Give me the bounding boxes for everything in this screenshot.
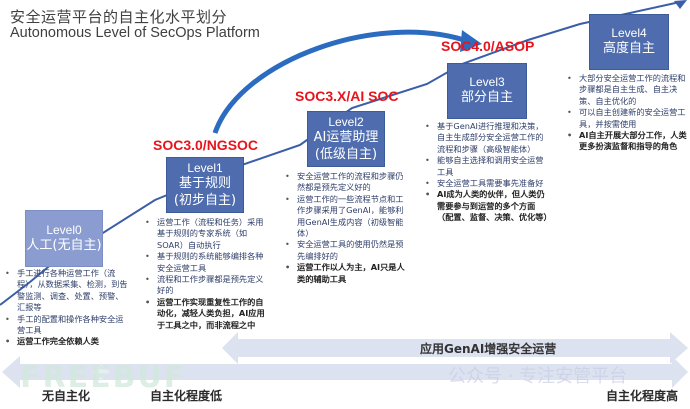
- list-item: 安全运营工具的使用仍然是预先编排好的: [283, 239, 411, 262]
- level2-label: Level2: [328, 115, 364, 130]
- watermark-wechat: 公众号 · 专注安管平台: [448, 366, 628, 387]
- list-item: 大部分安全运营工作的流程和步骤都是自主生成、自主决策、自主优化的: [565, 73, 690, 107]
- soc-label-ai-soc: SOC3.X/AI SOC: [295, 88, 399, 104]
- level2-name-sub: (低级自主): [314, 146, 378, 162]
- list-item: 安全运营工具需要事先准备好: [423, 178, 551, 190]
- watermark-freebuf: FREEBUF: [20, 360, 187, 395]
- level1-name: 基于规则: [178, 176, 231, 192]
- level4-label: Level4: [611, 26, 647, 41]
- soc-label-ngsoc: SOC3.0/NGSOC: [153, 137, 259, 153]
- scale-divider-marker: [92, 363, 102, 381]
- list-item: 基于规则的系统能够编排各种安全运营工具: [143, 251, 271, 274]
- genai-band-label: 应用GenAI增强安全运营: [420, 342, 557, 356]
- list-item: AI成为人类的伙伴，但人类仍需要参与到运营的多个方面（配置、监督、决策、优化等）: [423, 189, 552, 223]
- list-item: 运营工作（流程和任务）采用基于规则的专家系统（如SOAR）自动执行: [143, 217, 271, 251]
- list-item: 运营工作实现重复性工作的自动化，减轻人类负担，AI应用于工具之中，而非流程之中: [143, 297, 271, 331]
- leap-arrow: [212, 29, 471, 134]
- title-chinese: 安全运营平台的自主化水平划分: [10, 8, 228, 26]
- level0-box: Level0 人工(无自主): [25, 210, 103, 267]
- scale-label-none: 无自主化: [42, 389, 91, 403]
- level3-points: 基于GenAI进行推理和决策，自主生成部分安全运营工作的流程和步骤（高级智能体）…: [423, 121, 552, 224]
- autonomy-scale-arrow: [2, 356, 688, 388]
- staircase-arrowhead: [674, 0, 687, 9]
- level3-label: Level3: [469, 75, 505, 90]
- scale-label-low: 自主化程度低: [150, 389, 223, 403]
- level4-points: 大部分安全运营工作的流程和步骤都是自主生成、自主决策、自主优化的 可以自主创建新…: [565, 73, 690, 153]
- level0-label: Level0: [46, 222, 82, 237]
- list-item: 能够自主选择和调用安全运营工具: [423, 155, 551, 178]
- level2-name: AI运营助理: [313, 130, 379, 146]
- list-item: 手工进行各种运营工作（流程），从数据采集、检测，到告警监测、调查、处置、预警、汇…: [3, 268, 131, 314]
- list-item: 流程和工作步骤都是预先定义好的: [143, 274, 271, 297]
- list-item: 运营工作的一些流程节点和工作步骤采用了GenAI，能够利用GenAI生成内容（初…: [283, 194, 411, 240]
- list-item: 运营工作完全依赖人类: [3, 336, 131, 348]
- level1-name-sub: (初步自主): [173, 192, 237, 208]
- level0-name: 人工(无自主): [26, 237, 102, 253]
- level2-box: Level2 AI运营助理 (低级自主): [307, 111, 385, 167]
- list-item: 运营工作以人为主，AI只是人类的辅助工具: [283, 262, 411, 285]
- list-item: 基于GenAI进行推理和决策，自主生成部分安全运营工作的流程和步骤（高级智能体）: [423, 121, 551, 155]
- title-english: Autonomous Level of SecOps Platform: [10, 25, 260, 41]
- list-item: AI自主开展大部分工作，人类更多扮演监督和指导的角色: [565, 130, 690, 153]
- list-item: 可以自主创建新的安全运营工具，并按需使用: [565, 107, 690, 130]
- level4-box: Level4 高度自主: [589, 14, 669, 70]
- level1-box: Level1 基于规则 (初步自主): [166, 157, 244, 213]
- list-item: 安全运营工作的流程和步骤仍然都是预先定义好的: [283, 171, 411, 194]
- scale-divider-marker: [100, 363, 110, 381]
- soc-label-asop: SOC4.0/ASOP: [441, 38, 535, 54]
- level2-points: 安全运营工作的流程和步骤仍然都是预先定义好的 运营工作的一些流程节点和工作步骤采…: [283, 171, 411, 285]
- level1-points: 运营工作（流程和任务）采用基于规则的专家系统（如SOAR）自动执行 基于规则的系…: [143, 217, 271, 331]
- level4-name: 高度自主: [602, 41, 655, 57]
- list-item: 手工的配置和操作各种安全运营工具: [3, 314, 131, 337]
- level3-name: 部分自主: [460, 90, 513, 106]
- level0-points: 手工进行各种运营工作（流程），从数据采集、检测，到告警监测、调查、处置、预警、汇…: [3, 268, 131, 348]
- level3-box: Level3 部分自主: [447, 63, 527, 119]
- leap-arrowhead: [460, 30, 482, 52]
- genai-band-arrow: [222, 332, 688, 364]
- scale-label-high: 自主化程度高: [606, 389, 679, 403]
- level1-label: Level1: [187, 161, 223, 176]
